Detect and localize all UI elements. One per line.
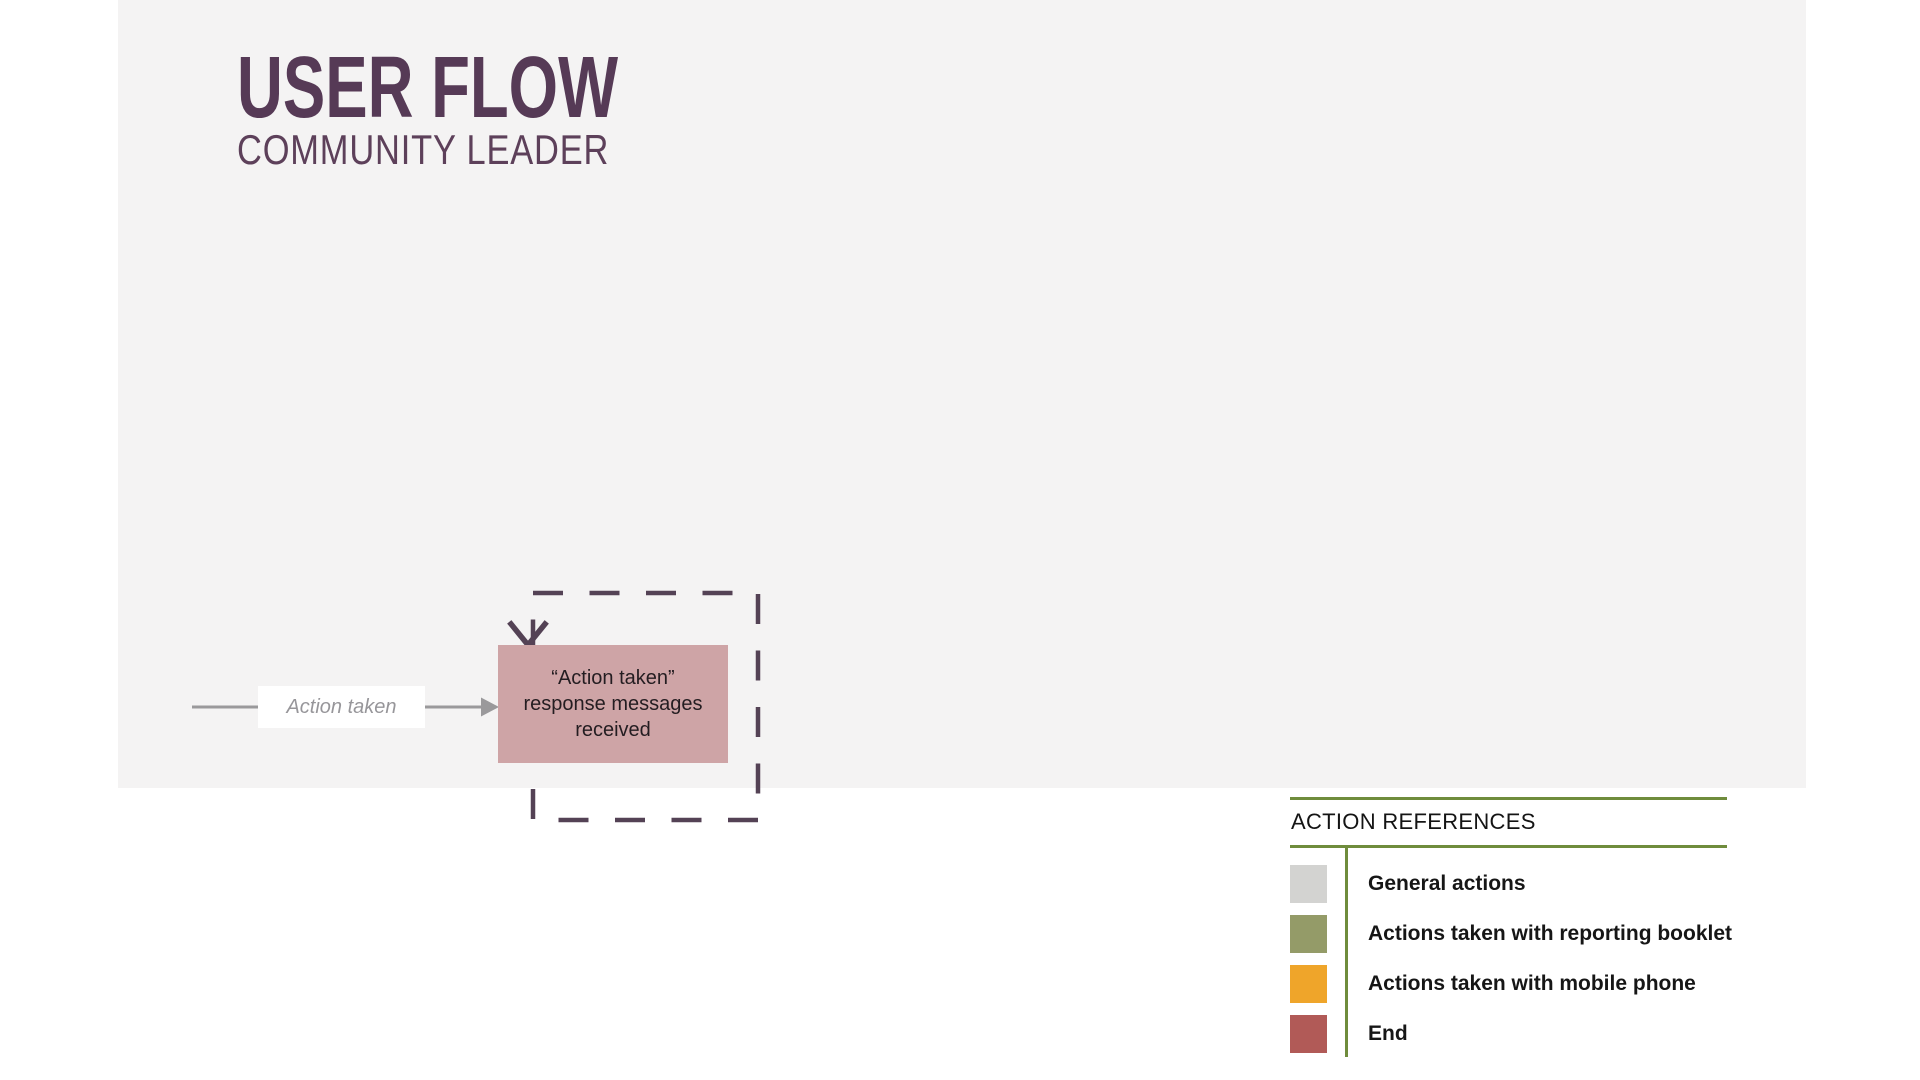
legend-item: General actions (1290, 865, 1727, 915)
flow-edge-label-text: Action taken (286, 695, 397, 718)
flow-end-node-line: received (575, 719, 651, 741)
flow-end-node-line: “Action taken” (551, 667, 675, 689)
page-subtitle: COMMUNITY LEADER (237, 126, 610, 173)
legend-rows: General actions Actions taken with repor… (1290, 848, 1732, 1065)
legend-action-references: ACTION REFERENCES General actions Action… (1290, 797, 1732, 1065)
background-panel (118, 0, 1806, 788)
flow-edge-label: Action taken (258, 686, 425, 728)
page-title: USER FLOW (237, 39, 619, 136)
legend-swatch-end (1290, 1015, 1327, 1053)
flow-end-node: “Action taken” response messages receive… (498, 645, 728, 763)
legend-item-label: General actions (1368, 872, 1526, 895)
legend-divider-top (1290, 797, 1727, 800)
legend-divider-mid (1290, 845, 1727, 848)
flow-end-node-line: response messages (523, 693, 703, 715)
legend-title: ACTION REFERENCES (1291, 809, 1536, 834)
legend-item: Actions taken with mobile phone (1290, 965, 1727, 1015)
legend-item-label: Actions taken with mobile phone (1368, 972, 1696, 995)
legend-swatch-mobile-phone (1290, 965, 1327, 1003)
legend-item-label: End (1368, 1022, 1408, 1045)
legend-item: Actions taken with reporting booklet (1290, 915, 1732, 965)
legend-item: End (1290, 1015, 1727, 1065)
legend-swatch-general-actions (1290, 865, 1327, 903)
legend-item-label: Actions taken with reporting booklet (1368, 922, 1733, 945)
legend-swatch-reporting-booklet (1290, 915, 1327, 953)
legend-vertical-rule (1345, 848, 1348, 1057)
